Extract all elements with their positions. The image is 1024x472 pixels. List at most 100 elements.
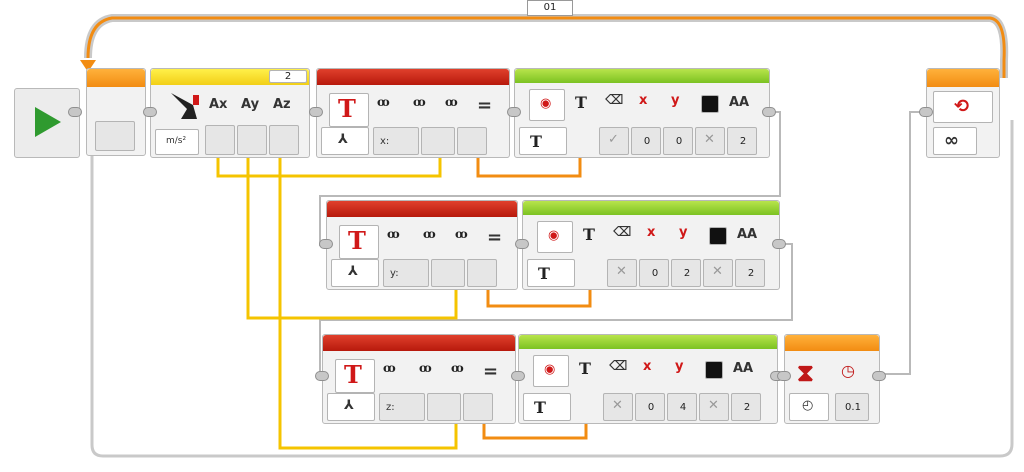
text-x-in-port[interactable] bbox=[309, 107, 323, 117]
acceleration-sensor-block[interactable]: 2 Ax Ay Az m/s² bbox=[150, 68, 310, 158]
color-icon bbox=[701, 95, 719, 113]
clear-toggle[interactable]: ✕ bbox=[603, 393, 633, 421]
color-toggle[interactable]: ✕ bbox=[695, 127, 725, 155]
wait-mode-selector[interactable]: ◴ bbox=[789, 393, 829, 421]
color-icon bbox=[709, 227, 727, 245]
display-block-z[interactable]: ◉ T ⌫ x y AA T ✕ 0 4 ✕ 2 bbox=[518, 334, 778, 424]
text-icon: T bbox=[348, 226, 366, 255]
sensor-axis-x-label: Ax bbox=[209, 97, 228, 112]
link-a-icon: ꝏ bbox=[377, 95, 390, 109]
sensor-mode-selector[interactable]: m/s² bbox=[155, 129, 199, 155]
text-input-a-x[interactable]: x: bbox=[373, 127, 419, 155]
cross-icon: ✕ bbox=[616, 264, 627, 279]
text-block-z[interactable]: T ꝏ ꝏ ꝏ = ⅄ z: bbox=[322, 334, 516, 424]
wait-seconds-input[interactable]: 0.1 bbox=[835, 393, 869, 421]
y-coord-icon: y bbox=[675, 359, 684, 374]
link-a-icon: ꝏ bbox=[383, 361, 396, 375]
text-icon: T bbox=[338, 94, 356, 123]
sensor-axis-z-label: Az bbox=[273, 97, 291, 112]
display-block-y[interactable]: ◉ T ⌫ x y AA T ✕ 0 2 ✕ 2 bbox=[522, 200, 780, 290]
sensor-icon bbox=[171, 93, 199, 119]
text-block-y[interactable]: T ꝏ ꝏ ꝏ = ⅄ y: bbox=[326, 200, 518, 290]
equals-icon: = bbox=[487, 227, 503, 248]
font-input[interactable]: 2 bbox=[735, 259, 765, 287]
clear-toggle[interactable]: ✕ bbox=[607, 259, 637, 287]
text-z-in-port[interactable] bbox=[315, 371, 329, 381]
display-y-in-port[interactable] bbox=[515, 239, 529, 249]
timer-icon: ◷ bbox=[841, 361, 855, 380]
display-z-in-port[interactable] bbox=[511, 371, 525, 381]
merge-icon: ⅄ bbox=[344, 398, 354, 413]
text-input-a-y[interactable]: y: bbox=[383, 259, 429, 287]
cross-icon: ✕ bbox=[612, 398, 623, 413]
y-coord-icon: y bbox=[679, 225, 688, 240]
clear-check[interactable]: ✓ bbox=[599, 127, 629, 155]
wait-out-port[interactable] bbox=[872, 371, 886, 381]
font-input[interactable]: 2 bbox=[731, 393, 761, 421]
display-mode-selector[interactable]: T bbox=[519, 127, 567, 155]
text-mode-icon: T bbox=[579, 359, 591, 378]
display-mode-selector[interactable]: T bbox=[523, 393, 571, 421]
loop-end-in-port[interactable] bbox=[919, 107, 933, 117]
font-size-icon: AA bbox=[737, 227, 758, 242]
merge-mode-selector[interactable]: ⅄ bbox=[321, 127, 369, 155]
color-toggle[interactable]: ✕ bbox=[703, 259, 733, 287]
merge-mode-selector[interactable]: ⅄ bbox=[327, 393, 375, 421]
link-c-icon: ꝏ bbox=[455, 227, 468, 241]
link-b-icon: ꝏ bbox=[423, 227, 436, 241]
display-y-out-port[interactable] bbox=[772, 239, 786, 249]
x-input[interactable]: 0 bbox=[635, 393, 665, 421]
x-coord-icon: x bbox=[639, 93, 648, 108]
link-b-icon: ꝏ bbox=[419, 361, 432, 375]
start-block[interactable] bbox=[14, 88, 80, 158]
cross-icon: ✕ bbox=[704, 132, 715, 147]
wait-block[interactable]: ⧗ ◷ ◴ 0.1 bbox=[784, 334, 880, 424]
text-grid-icon: T bbox=[534, 398, 546, 417]
display-mode-selector[interactable]: T bbox=[527, 259, 575, 287]
font-input[interactable]: 2 bbox=[727, 127, 757, 155]
font-value: 2 bbox=[747, 268, 755, 279]
link-b-icon: ꝏ bbox=[413, 95, 426, 109]
y-value: 0 bbox=[675, 136, 683, 147]
check-icon: ✓ bbox=[608, 132, 619, 147]
wait-in-port[interactable] bbox=[777, 371, 791, 381]
infinity-label: ∞ bbox=[944, 130, 959, 151]
eraser-icon: ⌫ bbox=[605, 93, 624, 108]
link-a-icon: ꝏ bbox=[387, 227, 400, 241]
text-input-a-value: x: bbox=[380, 136, 390, 147]
text-y-in-port[interactable] bbox=[319, 239, 333, 249]
x-input[interactable]: 0 bbox=[639, 259, 669, 287]
merge-icon: ⅄ bbox=[348, 264, 358, 279]
y-value: 2 bbox=[683, 268, 691, 279]
text-grid-icon: T bbox=[538, 264, 550, 283]
display-x-out-port[interactable] bbox=[762, 107, 776, 117]
text-grid-icon: T bbox=[530, 132, 542, 151]
hourglass-icon: ⧗ bbox=[797, 359, 814, 387]
cross-icon: ✕ bbox=[712, 264, 723, 279]
font-value: 2 bbox=[743, 402, 751, 413]
sensor-unit-label: m/s² bbox=[166, 136, 187, 146]
text-block-x[interactable]: T ꝏ ꝏ ꝏ = ⅄ x: bbox=[316, 68, 510, 158]
eraser-icon: ⌫ bbox=[609, 359, 628, 374]
merge-mode-selector[interactable]: ⅄ bbox=[331, 259, 379, 287]
sensor-in-port[interactable] bbox=[143, 107, 157, 117]
loop-start-block[interactable] bbox=[86, 68, 146, 156]
start-out-port[interactable] bbox=[68, 107, 82, 117]
display-icon: ◉ bbox=[540, 96, 552, 111]
display-x-in-port[interactable] bbox=[507, 107, 521, 117]
x-coord-icon: x bbox=[643, 359, 652, 374]
color-toggle[interactable]: ✕ bbox=[699, 393, 729, 421]
y-input[interactable]: 4 bbox=[667, 393, 697, 421]
display-block-x[interactable]: ◉ T ⌫ x y AA T ✓ 0 0 ✕ 2 bbox=[514, 68, 770, 158]
sensor-port-value[interactable]: 2 bbox=[284, 71, 292, 82]
x-input[interactable]: 0 bbox=[631, 127, 661, 155]
y-input[interactable]: 2 bbox=[671, 259, 701, 287]
loop-arc-orange bbox=[86, 16, 1006, 78]
merge-icon: ⅄ bbox=[338, 132, 348, 147]
y-input[interactable]: 0 bbox=[663, 127, 693, 155]
loop-mode-selector[interactable]: ∞ bbox=[933, 127, 977, 155]
y-value: 4 bbox=[679, 402, 687, 413]
text-input-a-z[interactable]: z: bbox=[379, 393, 425, 421]
sensor-axis-y-label: Ay bbox=[241, 97, 260, 112]
loop-end-block[interactable]: ⟲ ∞ bbox=[926, 68, 1000, 158]
